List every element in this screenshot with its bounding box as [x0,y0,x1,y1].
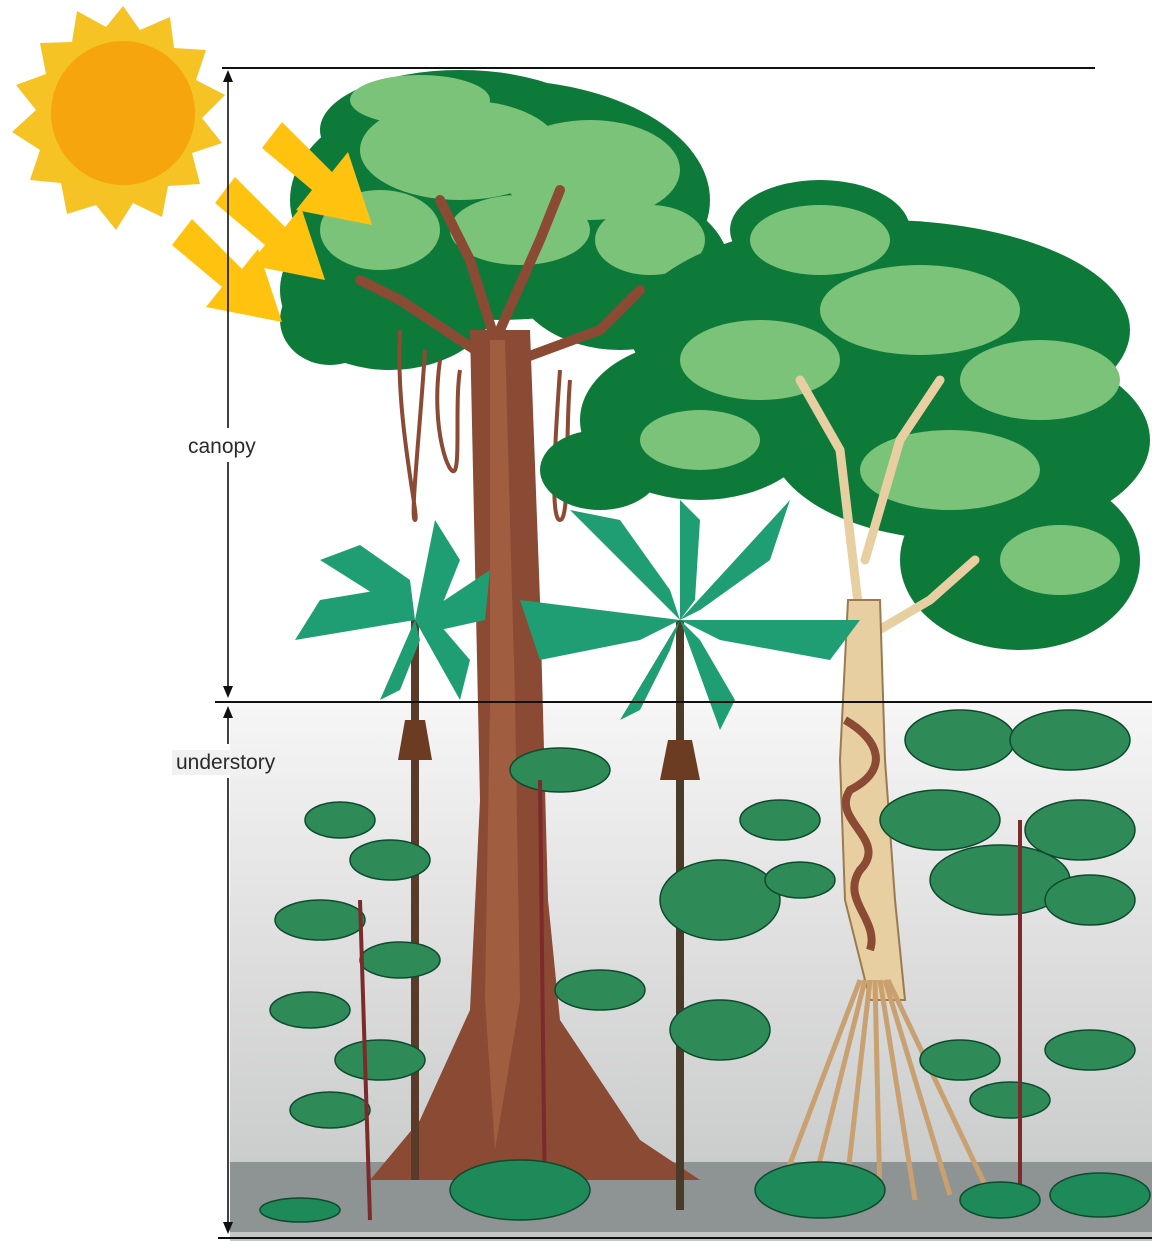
sun-icon [12,6,225,230]
label-canopy: canopy [184,434,260,459]
label-understory: understory [172,750,279,775]
